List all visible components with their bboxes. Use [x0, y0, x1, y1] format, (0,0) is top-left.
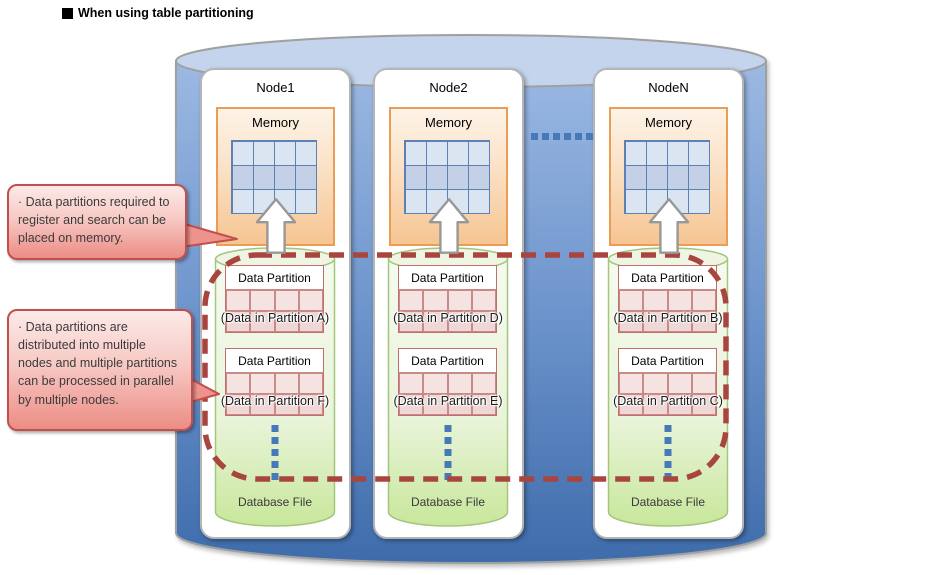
memory-label: Memory [425, 115, 472, 130]
data-partition-title: Data Partition [226, 349, 323, 373]
database-file-label: Database File [237, 495, 313, 509]
data-partition-title: Data Partition [399, 266, 496, 290]
node-n: NodeN Memory Data Partition (Data in Par… [593, 68, 744, 539]
more-partitions-dots-icon [444, 425, 452, 480]
memory-label: Memory [252, 115, 299, 130]
up-arrow-icon [648, 198, 690, 254]
callout-distribution-note: · Data partitions are distributed into m… [7, 309, 193, 431]
partition-caption: (Data in Partition B) [613, 311, 723, 325]
partition-caption: (Data in Partition D) [393, 311, 503, 325]
up-arrow-icon [428, 198, 470, 254]
node-2-database-cylinder: Data Partition (Data in Partition D) Dat… [387, 247, 509, 537]
node-n-database-cylinder: Data Partition (Data in Partition B) Dat… [607, 247, 729, 537]
memory-label: Memory [645, 115, 692, 130]
node-n-memory-box: Memory [609, 107, 728, 246]
data-partition-title: Data Partition [399, 349, 496, 373]
database-file-label: Database File [410, 495, 486, 509]
data-partition-title: Data Partition [619, 266, 716, 290]
callout-memory-note: · Data partitions required to register a… [7, 184, 187, 260]
up-arrow-icon [255, 198, 297, 254]
bullet-square-icon [62, 7, 73, 19]
data-partition-title: Data Partition [226, 266, 323, 290]
partition-caption: (Data in Partition C) [613, 394, 723, 408]
database-file-label: Database File [630, 495, 706, 509]
callout-text: · Data partitions are distributed into m… [18, 320, 178, 407]
page-title: When using table partitioning [62, 6, 254, 20]
more-partitions-dots-icon [271, 425, 279, 480]
node-2-label: Node2 [429, 80, 468, 95]
node-n-label: NodeN [648, 80, 689, 95]
partition-caption: (Data in Partition A) [220, 311, 330, 325]
partition-caption: (Data in Partition E) [393, 394, 503, 408]
node-1-database-cylinder: Data Partition (Data in Partition A) Dat… [214, 247, 336, 537]
data-partition-title: Data Partition [619, 349, 716, 373]
page-title-text: When using table partitioning [78, 6, 254, 20]
memory-grid-icon [404, 140, 490, 214]
callout-text: · Data partitions required to register a… [18, 195, 170, 246]
callout-tail-icon [180, 222, 238, 248]
ellipsis-dots-icon [531, 133, 593, 140]
node-1: Node1 Memory [200, 68, 351, 539]
partition-caption: (Data in Partition F) [220, 394, 330, 408]
node-2: Node2 Memory Data Partition (Data in Par… [373, 68, 524, 539]
more-partitions-dots-icon [664, 425, 672, 480]
node-1-label: Node1 [256, 80, 295, 95]
